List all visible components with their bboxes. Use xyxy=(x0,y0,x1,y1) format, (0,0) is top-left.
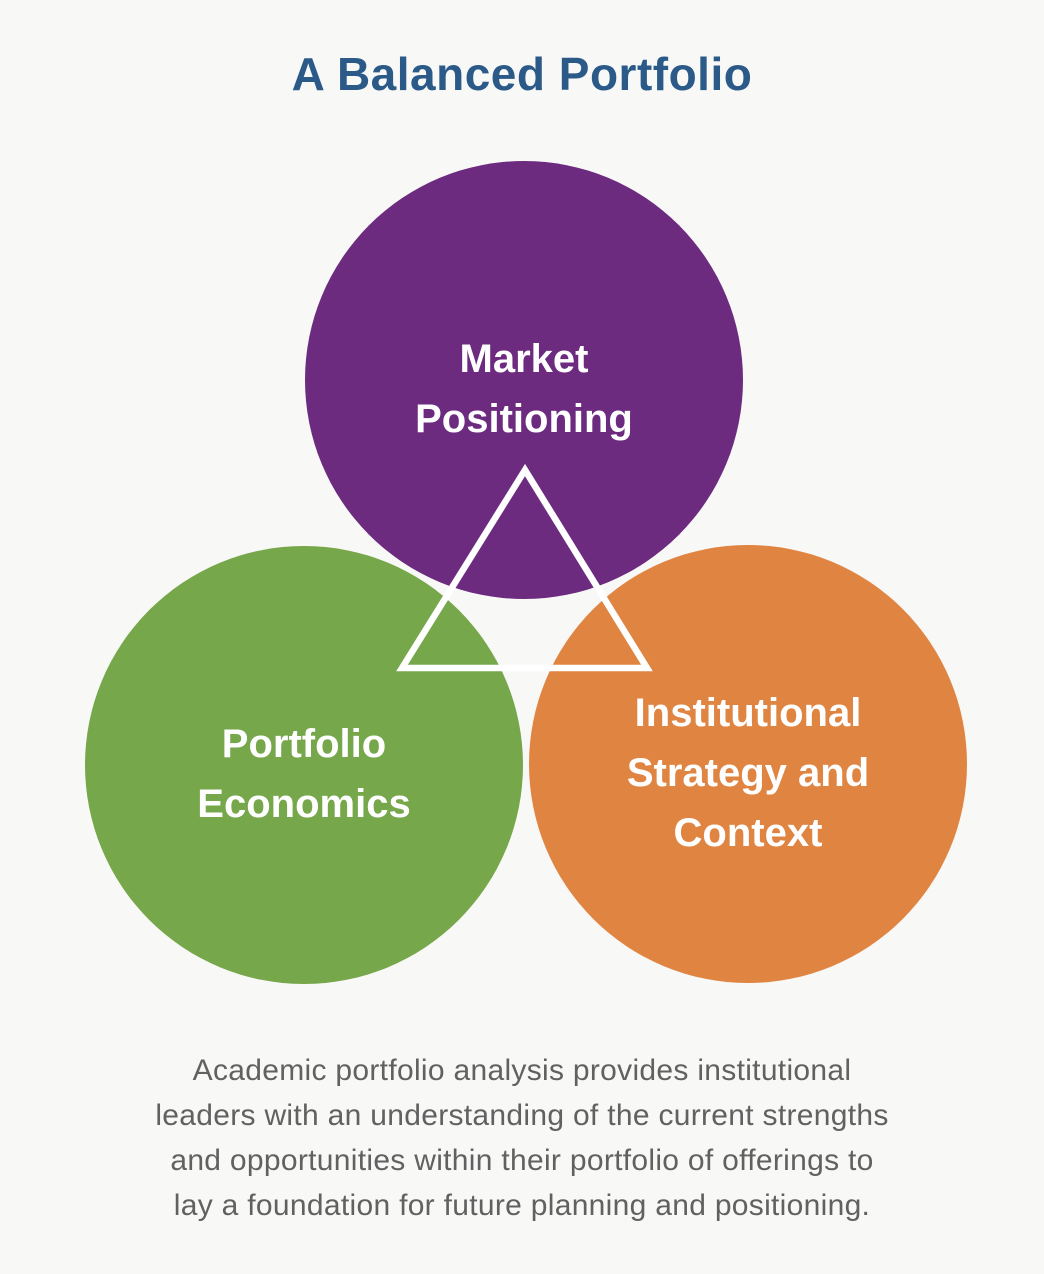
page-title: A Balanced Portfolio xyxy=(291,48,753,100)
caption-text: Academic portfolio analysis provides ins… xyxy=(155,1054,889,1222)
circle-portfolio-economics-label: Portfolio Economics xyxy=(197,722,411,826)
circle-market-positioning: Market Positioning xyxy=(305,161,743,599)
circle-market-positioning-label: Market Positioning xyxy=(415,337,633,441)
circle-institutional-strategy-label: Institutional Strategy and Context xyxy=(626,691,870,855)
circle-portfolio-economics: Portfolio Economics xyxy=(85,546,523,984)
circle-institutional-strategy: Institutional Strategy and Context xyxy=(529,545,967,983)
